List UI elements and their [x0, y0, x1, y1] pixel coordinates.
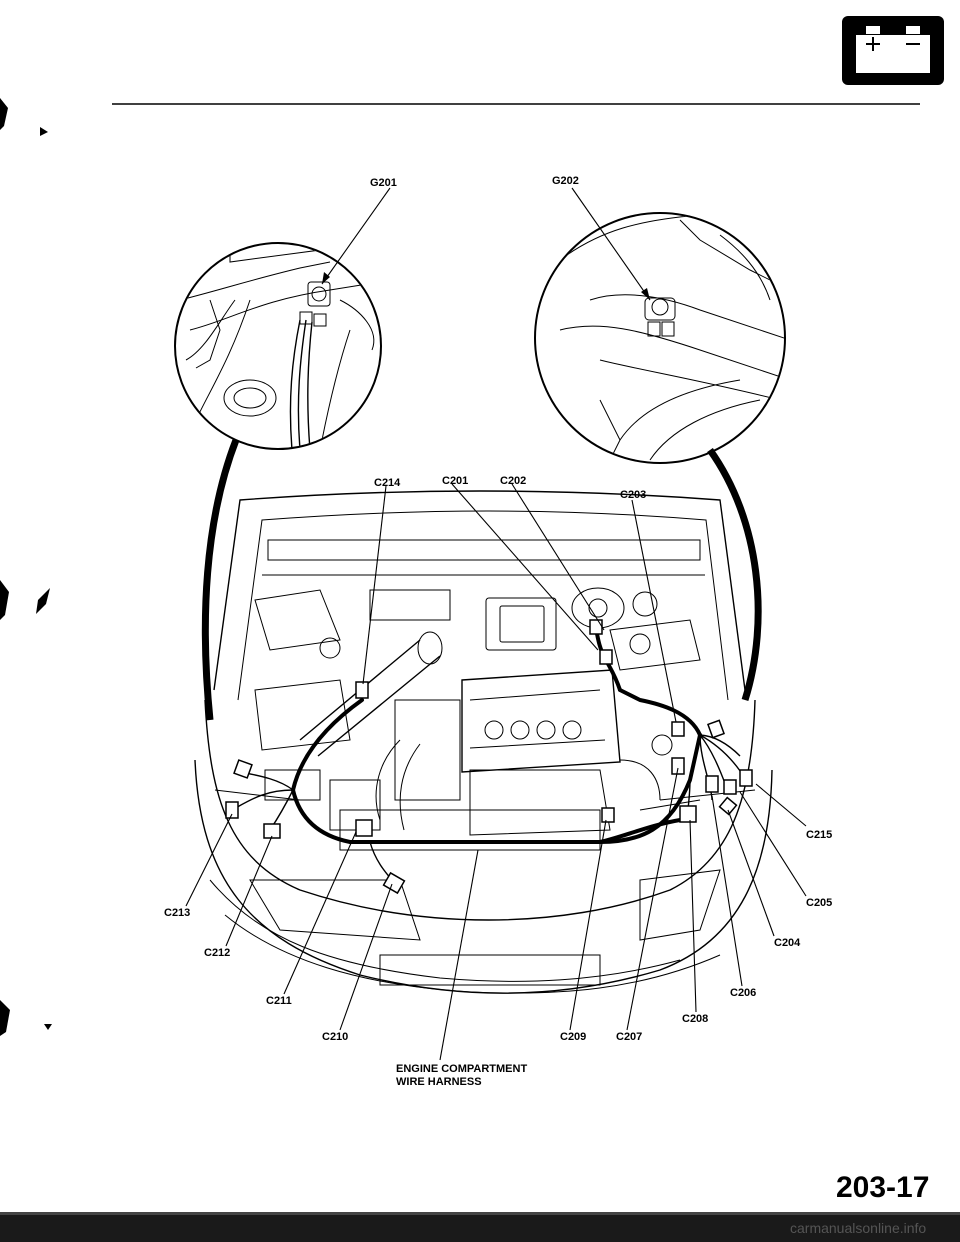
label-c205: C205 — [806, 897, 832, 909]
wire-harness — [231, 626, 747, 881]
label-c207: C207 — [616, 1031, 642, 1043]
label-c201: C201 — [442, 475, 468, 487]
binder-mark-middle — [0, 580, 50, 620]
label-c210: C210 — [322, 1031, 348, 1043]
engine-block — [254, 539, 705, 851]
label-c208: C208 — [682, 1013, 708, 1025]
page-number: 203-17 — [836, 1171, 929, 1204]
label-c215: C215 — [806, 829, 832, 841]
label-c214: C214 — [374, 477, 401, 489]
bracket-right — [707, 447, 762, 702]
vehicle-body — [194, 490, 773, 994]
label-c204: C204 — [774, 937, 801, 949]
harness-label-line1: ENGINE COMPARTMENT — [396, 1063, 527, 1075]
label-c202: C202 — [500, 475, 526, 487]
label-c209: C209 — [560, 1031, 586, 1043]
connectors — [225, 619, 753, 895]
bracket-left — [201, 438, 240, 721]
label-c213: C213 — [164, 907, 190, 919]
label-c203: C203 — [620, 489, 646, 501]
label-c212: C212 — [204, 947, 230, 959]
binder-mark-bottom — [0, 1000, 52, 1036]
harness-label-line2: WIRE HARNESS — [396, 1076, 482, 1088]
footer-bar: carmanualsonline.info — [0, 1212, 960, 1242]
binder-mark-top — [0, 98, 48, 136]
callout-labels: G201 G202 C214 C201 C202 C203 C215 C205 … — [164, 175, 832, 1088]
detail-circle-g202 — [534, 212, 786, 464]
battery-icon — [842, 16, 944, 85]
watermark: carmanualsonline.info — [790, 1220, 926, 1236]
label-g201: G201 — [370, 177, 397, 189]
leader-lines — [185, 187, 807, 1061]
label-c206: C206 — [730, 987, 756, 999]
label-c211: C211 — [266, 995, 292, 1007]
label-g202: G202 — [552, 175, 579, 187]
detail-circle-g201 — [174, 242, 382, 450]
